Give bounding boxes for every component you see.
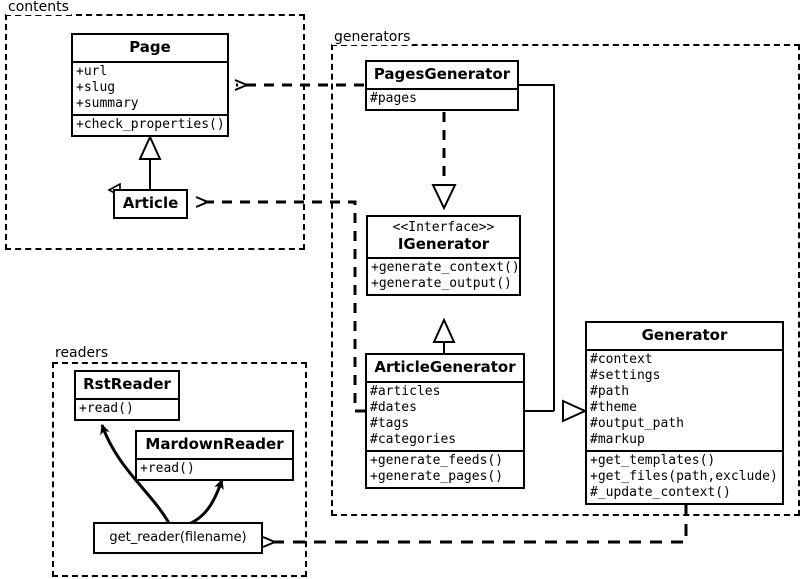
class-member: +summary: [76, 96, 139, 111]
package-generators-label: generators: [332, 29, 413, 45]
class-generator[interactable]: Generator #context #settings #path #them…: [585, 321, 784, 505]
class-article-generator-methods: +generate_feeds() +generate_pages(): [367, 450, 523, 487]
class-igenerator[interactable]: <<Interface>> IGenerator +generate_conte…: [366, 215, 521, 296]
class-generator-methods: +get_templates() +get_files(path,exclude…: [587, 450, 782, 503]
class-mardown-reader[interactable]: MardownReader +read(): [135, 430, 294, 481]
class-page-attributes: +url +slug +summary: [73, 61, 227, 114]
class-member: #output_path: [590, 416, 684, 431]
class-member: +slug: [76, 80, 116, 95]
class-rst-reader[interactable]: RstReader +read(): [74, 370, 180, 421]
class-pages-generator[interactable]: PagesGenerator #pages: [365, 60, 519, 111]
class-page[interactable]: Page +url +slug +summary +check_properti…: [71, 33, 229, 137]
class-article-generator[interactable]: ArticleGenerator #articles #dates #tags …: [365, 353, 525, 489]
class-member: #articles: [370, 384, 441, 399]
class-member: +read(): [79, 401, 134, 416]
class-rst-reader-title: RstReader: [83, 375, 171, 393]
class-igenerator-stereotype: <<Interface>>: [392, 220, 495, 235]
class-article-generator-attributes: #articles #dates #tags #categories: [367, 381, 523, 450]
package-contents-label: contents: [6, 0, 71, 15]
class-article[interactable]: Article: [113, 189, 188, 219]
class-member: #settings: [590, 368, 661, 383]
class-pages-generator-title: PagesGenerator: [373, 65, 511, 83]
class-igenerator-methods: +generate_context() +generate_output(): [368, 257, 520, 294]
class-article-generator-title: ArticleGenerator: [374, 358, 516, 376]
class-mardown-reader-methods: +read(): [137, 458, 292, 479]
class-page-title: Page: [129, 38, 171, 56]
class-member: +generate_output(): [371, 276, 512, 291]
class-mardown-reader-title: MardownReader: [145, 435, 284, 453]
class-member: +url: [76, 64, 108, 79]
class-member: #path: [590, 384, 630, 399]
class-member: #dates: [370, 400, 417, 415]
class-member: #categories: [370, 432, 457, 447]
class-member: #theme: [590, 400, 637, 415]
class-member: +read(): [140, 461, 195, 476]
class-page-methods: +check_properties(): [73, 114, 227, 135]
class-member: +check_properties(): [76, 117, 225, 132]
class-pages-generator-attributes: #pages: [367, 88, 517, 109]
class-member: +generate_feeds(): [370, 453, 504, 468]
class-article-title: Article: [122, 194, 179, 212]
function-get-reader[interactable]: get_reader(filename): [93, 522, 263, 554]
class-member: #markup: [590, 432, 645, 447]
class-igenerator-title: IGenerator: [397, 235, 490, 253]
class-member: +generate_context(): [371, 260, 520, 275]
class-member: #pages: [370, 91, 417, 106]
class-member: +generate_pages(): [370, 469, 504, 484]
function-get-reader-label: get_reader(filename): [109, 530, 247, 545]
package-generators: [331, 44, 800, 516]
package-readers-label: readers: [53, 345, 111, 361]
package-contents: [5, 14, 305, 250]
class-member: +get_files(path,exclude): [590, 469, 778, 484]
class-generator-title: Generator: [641, 326, 728, 344]
class-member: #_update_context(): [590, 485, 731, 500]
class-member: #tags: [370, 416, 410, 431]
class-rst-reader-methods: +read(): [76, 398, 178, 419]
package-readers: [52, 362, 307, 577]
class-member: +get_templates(): [590, 453, 716, 468]
class-generator-attributes: #context #settings #path #theme #output_…: [587, 349, 782, 450]
class-member: #context: [590, 352, 653, 367]
